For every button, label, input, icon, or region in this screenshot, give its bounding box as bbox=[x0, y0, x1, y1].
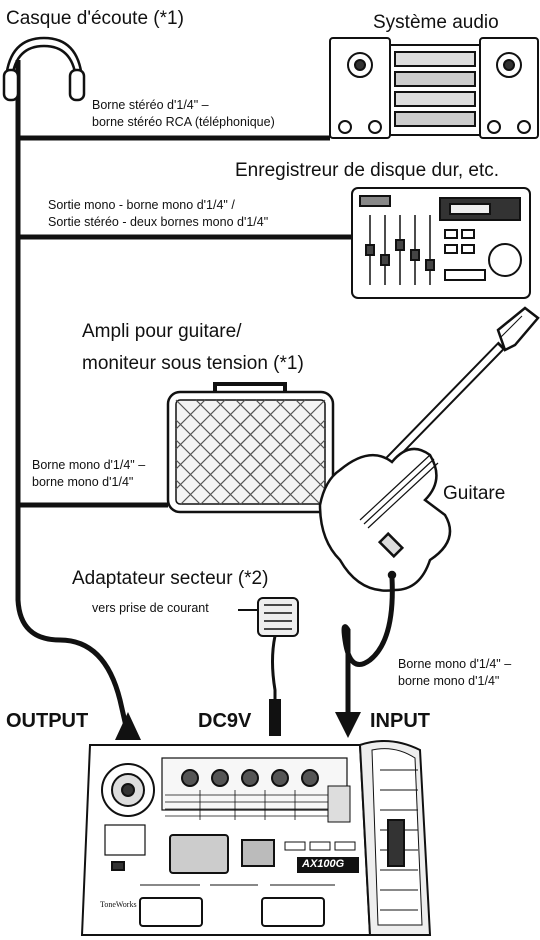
recorder-label: Enregistreur de disque dur, etc. bbox=[235, 160, 500, 181]
effects-unit-icon bbox=[80, 740, 432, 936]
outlet-label: vers prise de courant bbox=[92, 601, 209, 615]
recorder-icon bbox=[351, 187, 531, 299]
headphones-label: Casque d'écoute (*1) bbox=[6, 8, 184, 29]
guitar-icon bbox=[318, 306, 540, 592]
ac-adapter-icon bbox=[238, 597, 299, 736]
output-arrow bbox=[115, 712, 141, 740]
output-label: OUTPUT bbox=[6, 710, 89, 732]
recorder-cable-label-1: Sortie mono - borne mono d'1/4" / bbox=[48, 198, 235, 212]
amp-cable-label-1: Borne mono d'1/4" – bbox=[32, 458, 146, 472]
guitar-cable-label-2: borne mono d'1/4" bbox=[398, 674, 500, 688]
headphones-icon bbox=[2, 36, 86, 110]
headphones-cable-label-1: Borne stéréo d'1/4" – bbox=[92, 98, 209, 112]
guitar-label: Guitare bbox=[443, 483, 506, 504]
input-label: INPUT bbox=[370, 710, 430, 732]
amp-label-1: Ampli pour guitare/ bbox=[82, 321, 242, 342]
recorder-cable-label-2: Sortie stéréo - deux bornes mono d'1/4" bbox=[48, 215, 269, 229]
amp-cable-label-2: borne mono d'1/4" bbox=[32, 475, 134, 489]
headphones-cable-label-2: borne stéréo RCA (téléphonique) bbox=[92, 115, 275, 129]
input-arrow bbox=[335, 712, 361, 738]
adapter-label: Adaptateur secteur (*2) bbox=[72, 568, 269, 589]
output-cable bbox=[15, 60, 131, 736]
audio-system-label: Système audio bbox=[373, 12, 499, 33]
audio-system-icon bbox=[329, 37, 539, 139]
dc9v-label: DC9V bbox=[198, 710, 252, 732]
guitar-cable-label-1: Borne mono d'1/4" – bbox=[398, 657, 512, 671]
brand-label: ToneWorks bbox=[100, 900, 137, 909]
amp-icon bbox=[166, 382, 335, 514]
amp-label-2: moniteur sous tension (*1) bbox=[82, 353, 304, 374]
model-label: AX100G bbox=[302, 858, 345, 870]
guitar-cable bbox=[341, 577, 395, 720]
